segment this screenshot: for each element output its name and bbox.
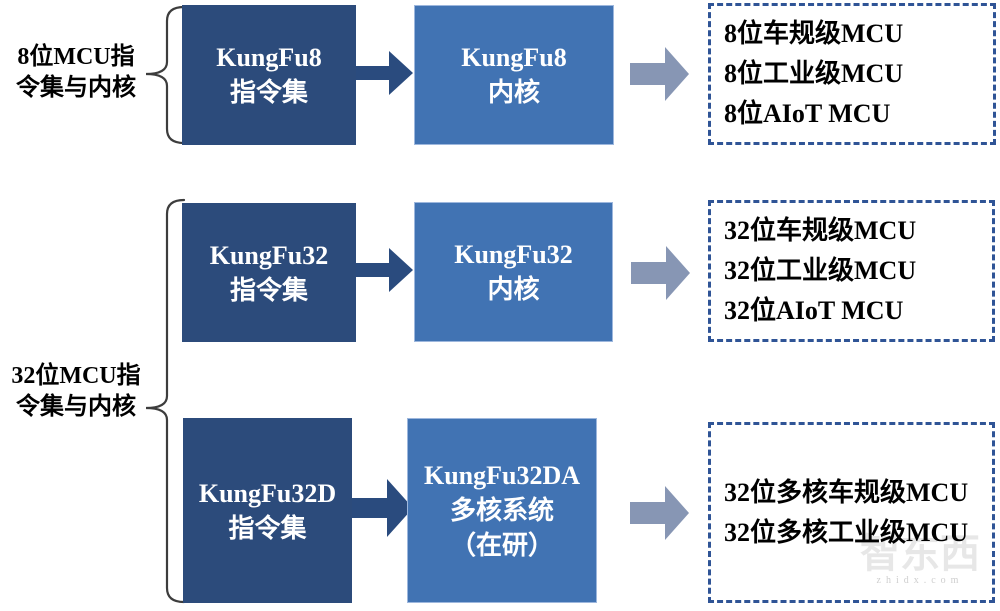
product-list-box-8bit: 8位车规级MCU 8位工业级MCU 8位AIoT MCU	[708, 3, 996, 145]
group-label-8bit: 8位MCU指 令集与内核	[0, 42, 152, 104]
instruction-set-box-kungfu32: KungFu32 指令集	[182, 203, 356, 342]
product-item: 8位AIoT MCU	[724, 99, 891, 128]
box-subtitle: 指令集	[229, 275, 308, 305]
box-title: KungFu32D	[198, 478, 337, 508]
core-box-kungfu32da: KungFu32DA 多核系统 （在研）	[407, 418, 597, 603]
core-box-kungfu8: KungFu8 内核	[414, 5, 614, 145]
instruction-set-box-kungfu8: KungFu8 指令集	[182, 5, 356, 145]
output-arrow-icon	[630, 47, 689, 101]
output-arrow-icon	[631, 246, 690, 300]
box-title: KungFu8	[461, 43, 567, 72]
group-label-line: 令集与内核	[16, 75, 136, 101]
product-item: 8位工业级MCU	[724, 59, 904, 88]
flow-arrow-icon	[352, 479, 413, 537]
group-label-line: 令集与内核	[16, 394, 136, 420]
product-item: 32位多核工业级MCU	[724, 517, 969, 547]
product-item: 32位车规级MCU	[724, 216, 917, 245]
product-item: 32位多核车规级MCU	[724, 477, 969, 507]
flow-arrow-icon	[356, 51, 413, 95]
group-label-line: 8位MCU指	[17, 44, 135, 70]
curly-brace-icon	[145, 198, 186, 604]
flow-arrow-icon	[356, 248, 413, 292]
box-subtitle: 内核	[487, 275, 540, 304]
product-item: 32位工业级MCU	[724, 256, 917, 285]
curly-brace-icon	[145, 5, 186, 145]
group-label-32bit: 32位MCU指 令集与内核	[0, 361, 152, 423]
box-title: KungFu32DA	[423, 461, 581, 490]
box-subtitle: 指令集	[228, 513, 307, 543]
box-title: KungFu32	[209, 240, 329, 270]
output-arrow-icon	[630, 486, 689, 540]
group-label-line: 32位MCU指	[11, 363, 141, 389]
product-item: 32位AIoT MCU	[724, 296, 904, 325]
product-list-box-32bit: 32位车规级MCU 32位工业级MCU 32位AIoT MCU	[708, 200, 995, 342]
box-subtitle: 指令集	[229, 78, 308, 107]
box-subtitle: （在研）	[449, 531, 554, 560]
instruction-set-box-kungfu32d: KungFu32D 指令集	[183, 418, 352, 603]
box-subtitle: 多核系统	[449, 496, 554, 525]
box-title: KungFu32	[454, 240, 573, 269]
product-item: 8位车规级MCU	[724, 19, 904, 48]
core-box-kungfu32: KungFu32 内核	[414, 202, 613, 342]
box-subtitle: 内核	[487, 78, 540, 107]
box-title: KungFu8	[216, 43, 322, 72]
product-list-box-32bit-multicore: 32位多核车规级MCU 32位多核工业级MCU	[708, 422, 995, 603]
